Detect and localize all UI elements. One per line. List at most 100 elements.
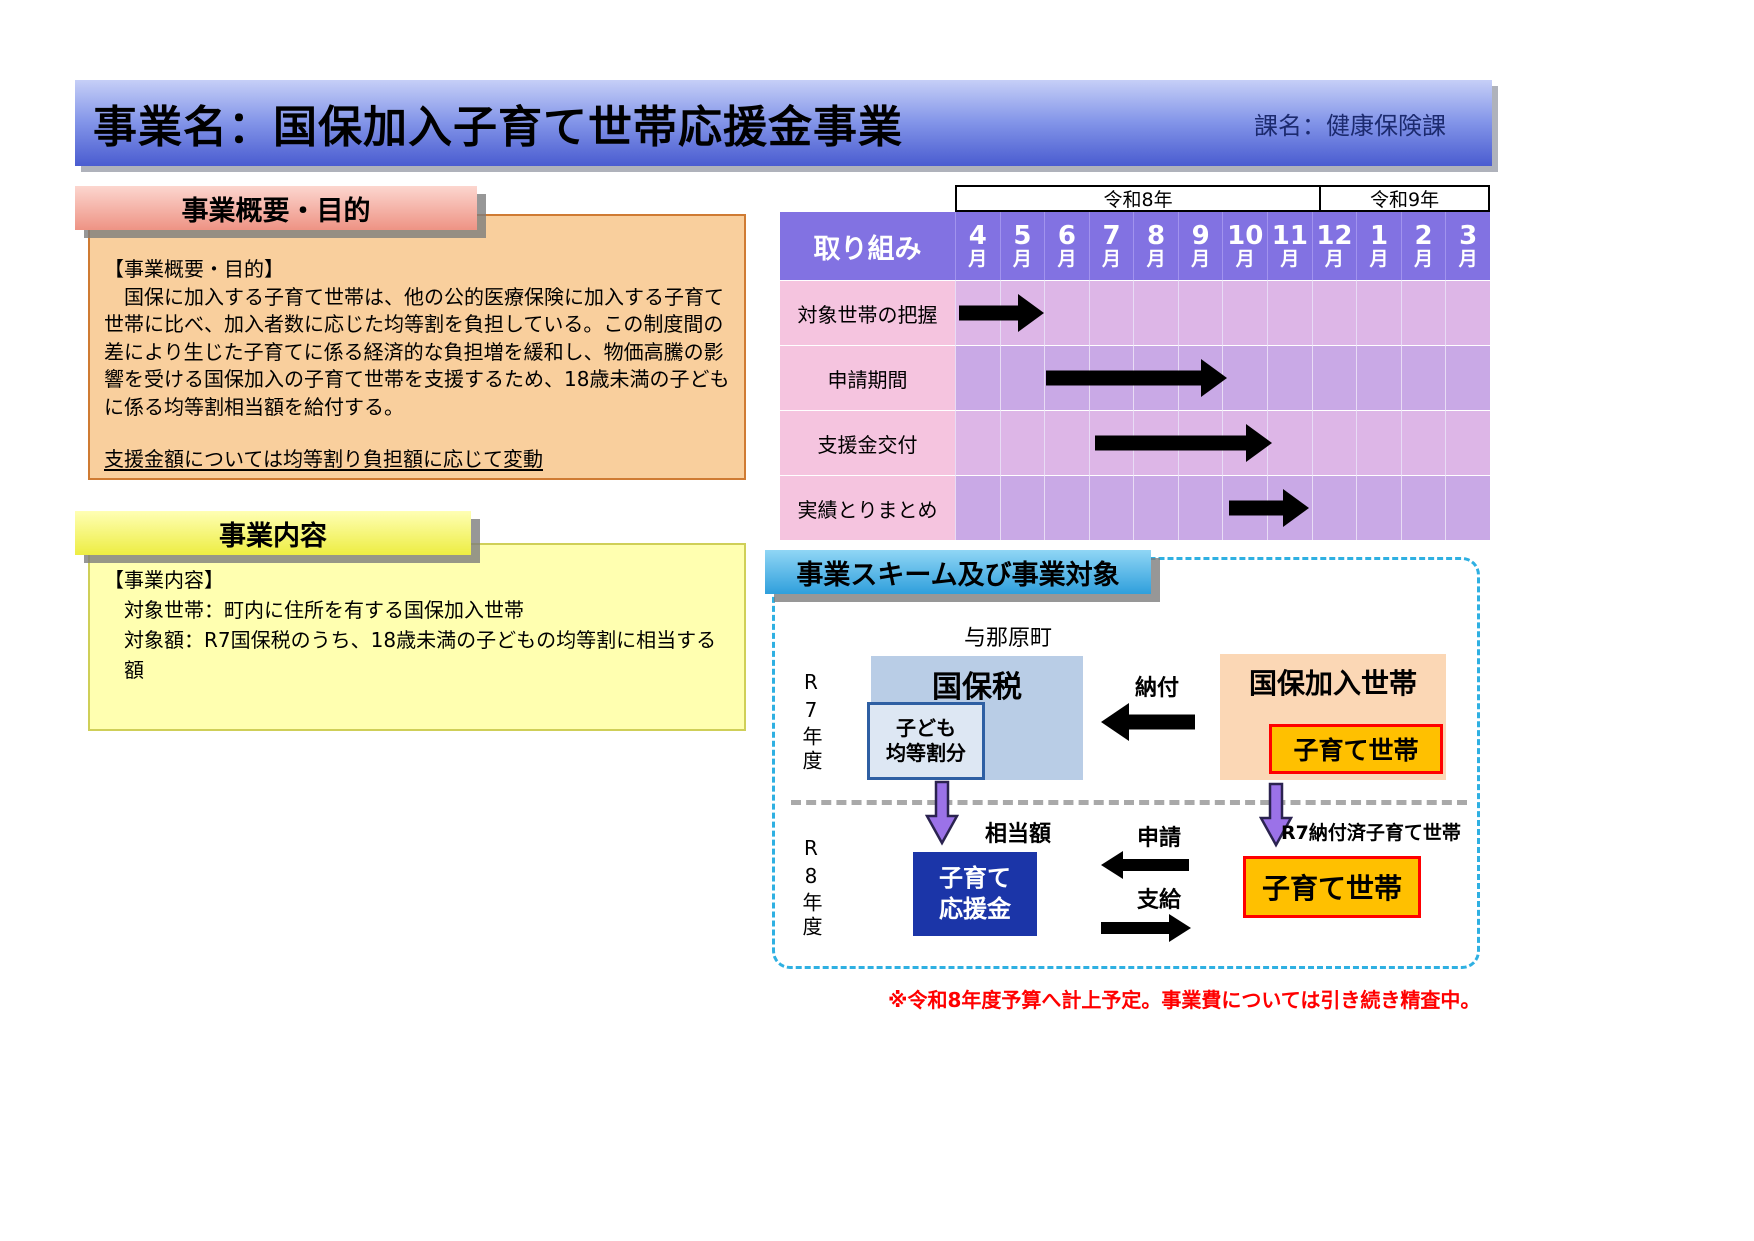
child-equal-share-box: 子ども 均等割分	[867, 702, 985, 780]
gantt-row-track	[955, 475, 1490, 540]
grant-right-arrow-icon	[1101, 912, 1191, 944]
paid-household-label: R7納付済子育て世帯	[1281, 822, 1461, 844]
scheme-section-header: 事業スキーム及び事業対象	[765, 550, 1151, 594]
apply-left-arrow-icon	[1101, 850, 1189, 880]
gantt-row-label: 申請期間	[780, 345, 955, 410]
timeline-arrow-icon	[957, 293, 1045, 332]
gantt-cell	[1044, 475, 1089, 540]
gantt-cell	[1400, 475, 1446, 540]
gantt-cell	[1044, 410, 1089, 475]
gantt-cell	[1088, 475, 1134, 540]
business-line: 対象世帯：町内に住所を有する国保加入世帯	[124, 598, 524, 622]
payment-label: 納付	[1134, 676, 1179, 701]
insured-household-title: 国保加入世帯	[1248, 667, 1417, 700]
gantt-cell	[999, 345, 1045, 410]
gantt-cell	[1177, 475, 1223, 540]
equivalent-amount-label: 相当額	[984, 822, 1051, 847]
gantt-cell	[1311, 410, 1357, 475]
gantt-row-track	[955, 345, 1490, 410]
title-bar: 事業名：国保加入子育て世帯応援金事業 課名：健康保険課	[75, 80, 1492, 166]
gantt-cell	[955, 475, 1000, 540]
business-heading: 【事業内容】	[104, 568, 224, 592]
gantt-cell	[1133, 475, 1178, 540]
gantt-row: 実績とりまとめ	[780, 475, 1490, 540]
gantt-cell	[1445, 280, 1490, 345]
childcare-household-box-r8: 子育て世帯	[1243, 856, 1421, 918]
gantt-cell	[1356, 410, 1401, 475]
kokuho-tax-title: 国保税	[932, 670, 1022, 705]
support-money-box: 子育て 応援金	[913, 852, 1037, 936]
gantt-cell	[1400, 410, 1446, 475]
apply-label: 申請	[1136, 826, 1181, 851]
gantt-cell	[1356, 280, 1401, 345]
overview-heading: 【事業概要・目的】	[104, 257, 284, 281]
gantt-year-label: 令和8年	[1103, 189, 1173, 211]
carryover-down-arrow-icon	[1258, 782, 1294, 848]
gantt-cell	[955, 410, 1000, 475]
fiscal-year-divider	[791, 800, 1467, 805]
overview-body: 国保に加入する子育て世帯は、他の公的医療保険に加入する子育て世帯に比べ、加入者数…	[104, 284, 730, 419]
gantt-cell	[1222, 280, 1268, 345]
gantt-year-row: 令和8年 令和9年	[955, 185, 1490, 212]
gantt-cell	[1088, 280, 1134, 345]
business-line: 対象額：R7国保税のうち、18歳未満の子どもの均等割に相当する額	[124, 628, 717, 682]
gantt-cell	[1400, 280, 1446, 345]
fiscal-year-r8-label: R8年度	[799, 836, 823, 940]
childcare-household-box-r7: 子育て世帯	[1269, 724, 1443, 774]
gantt-cell	[1177, 280, 1223, 345]
grant-label: 支給	[1136, 888, 1181, 913]
gantt-cell	[1044, 280, 1089, 345]
timeline-arrow-icon	[1227, 488, 1310, 527]
overview-box: 【事業概要・目的】 国保に加入する子育て世帯は、他の公的医療保険に加入する子育て…	[88, 214, 746, 480]
timeline-arrow-icon	[1044, 358, 1227, 397]
gantt-cell	[1311, 475, 1357, 540]
gantt-cell	[999, 410, 1045, 475]
gantt-cell	[1311, 345, 1357, 410]
gantt-cell	[1445, 410, 1490, 475]
scheme-diagram: 与那原町 R7年度 R8年度 国保税 子ども 均等割分 納付 国保加入世帯 子育…	[772, 557, 1480, 969]
overview-section-header: 事業概要・目的	[75, 186, 477, 230]
gantt-cell	[1267, 410, 1312, 475]
gantt-row-track	[955, 410, 1490, 475]
payment-left-arrow-icon	[1101, 702, 1195, 742]
equivalent-down-arrow-icon	[924, 780, 960, 846]
department-label: 課名：健康保険課	[1254, 111, 1446, 140]
gantt-corner-label: 取り組み	[780, 212, 955, 280]
gantt-cell	[1445, 345, 1490, 410]
timeline-arrow-icon	[1093, 423, 1272, 462]
gantt-body: 対象世帯の把握申請期間支援金交付実績とりまとめ	[780, 280, 1490, 540]
gantt-row-track	[955, 280, 1490, 345]
business-section-header: 事業内容	[75, 511, 471, 555]
fiscal-year-r7-label: R7年度	[799, 670, 823, 774]
gantt-cell	[1400, 345, 1446, 410]
gantt-year-label: 令和9年	[1319, 187, 1488, 211]
gantt-cell	[1222, 345, 1268, 410]
gantt-row: 申請期間	[780, 345, 1490, 410]
gantt-cell	[1311, 280, 1357, 345]
gantt-row-label: 支援金交付	[780, 410, 955, 475]
gantt-cell	[1445, 475, 1490, 540]
gantt-row: 支援金交付	[780, 410, 1490, 475]
business-box: 【事業内容】 対象世帯：町内に住所を有する国保加入世帯 対象額：R7国保税のうち…	[88, 543, 746, 731]
overview-note: 支援金額については均等割り負担額に応じて変動	[104, 446, 543, 471]
gantt-row-label: 実績とりまとめ	[780, 475, 955, 540]
gantt-cell	[1356, 475, 1401, 540]
town-label: 与那原町	[963, 626, 1052, 651]
gantt-cell	[955, 345, 1000, 410]
gantt-cell	[999, 475, 1045, 540]
gantt-cell	[1133, 280, 1178, 345]
